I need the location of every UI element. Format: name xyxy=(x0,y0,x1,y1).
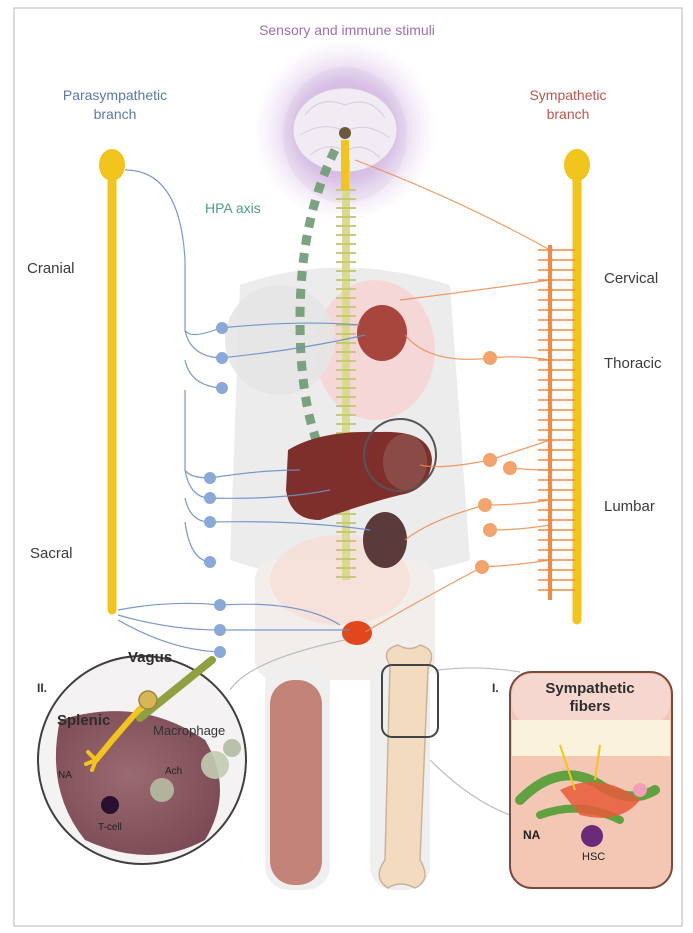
chain-node xyxy=(547,377,552,382)
thoracic-label: Thoracic xyxy=(604,355,662,372)
hsc-label: HSC xyxy=(582,851,605,863)
chain-node xyxy=(547,397,552,402)
chain-node xyxy=(547,297,552,302)
chain-node xyxy=(547,517,552,522)
vagus-label: Vagus xyxy=(128,649,172,667)
sensory-immune-stimuli-label: Sensory and immune stimuli xyxy=(212,22,482,38)
sympathetic-brainstem xyxy=(564,149,590,181)
chain-node xyxy=(547,387,552,392)
na-label-left: NA xyxy=(58,770,72,781)
kidney xyxy=(363,512,407,568)
inset-left-numeral: II. xyxy=(37,681,47,695)
chain-node xyxy=(547,257,552,262)
parasympathetic-ganglion xyxy=(204,472,216,484)
na-label-right: NA xyxy=(523,828,540,842)
sympathetic-ganglion xyxy=(503,461,517,475)
sympathetic-fibers-label: Sympathetic fibers xyxy=(515,680,665,716)
cervical-label: Cervical xyxy=(604,270,658,287)
sacral-label: Sacral xyxy=(30,545,73,562)
sympathetic-branch-label: Sympathetic branch xyxy=(503,86,633,124)
bladder xyxy=(342,621,372,645)
parasympathetic-ganglion xyxy=(204,492,216,504)
chain-node xyxy=(547,347,552,352)
splenic-label: Splenic xyxy=(57,712,110,730)
parasympathetic-ganglion xyxy=(216,322,228,334)
chain-node xyxy=(547,487,552,492)
chain-node xyxy=(547,507,552,512)
lumbar-label: Lumbar xyxy=(604,498,655,515)
sympathetic-ganglion xyxy=(483,351,497,365)
parasympathetic-ganglion xyxy=(216,382,228,394)
macrophage-label: Macrophage xyxy=(153,723,225,738)
parasympathetic-ganglion xyxy=(214,646,226,658)
chain-node xyxy=(547,417,552,422)
chain-node xyxy=(547,567,552,572)
heart xyxy=(357,305,407,361)
chain-node xyxy=(547,327,552,332)
chain-node xyxy=(547,337,552,342)
tcell-label: T-cell xyxy=(98,822,122,833)
chain-node xyxy=(547,457,552,462)
chain-node xyxy=(547,367,552,372)
chain-node xyxy=(547,537,552,542)
chain-node xyxy=(547,577,552,582)
parasympathetic-brainstem xyxy=(99,149,125,181)
cranial-label: Cranial xyxy=(27,260,75,277)
chain-node xyxy=(547,427,552,432)
chain-node xyxy=(547,307,552,312)
parasympathetic-branch-label: Parasympathetic branch xyxy=(45,86,185,124)
parasympathetic-ganglion xyxy=(204,516,216,528)
sympathetic-ganglion xyxy=(475,560,489,574)
parasympathetic-ganglion xyxy=(216,352,228,364)
chain-node xyxy=(547,527,552,532)
sympathetic-ganglion xyxy=(483,523,497,537)
chain-node xyxy=(547,407,552,412)
parasympathetic-ganglion xyxy=(214,624,226,636)
chain-node xyxy=(547,267,552,272)
inset-spleen-vagus xyxy=(38,656,246,864)
chain-node xyxy=(547,587,552,592)
sympathetic-ganglion xyxy=(483,453,497,467)
hpa-axis-label: HPA axis xyxy=(205,200,261,216)
stomach xyxy=(383,434,427,490)
chain-node xyxy=(547,287,552,292)
ach-label: Ach xyxy=(165,766,182,777)
chain-node xyxy=(547,547,552,552)
chain-node xyxy=(547,477,552,482)
parasympathetic-ganglion xyxy=(214,599,226,611)
sympathetic-ganglion xyxy=(478,498,492,512)
chain-node xyxy=(547,317,552,322)
muscle xyxy=(270,680,322,885)
inset-right-numeral: I. xyxy=(492,681,499,695)
chain-node xyxy=(547,447,552,452)
parasympathetic-ganglion xyxy=(204,556,216,568)
